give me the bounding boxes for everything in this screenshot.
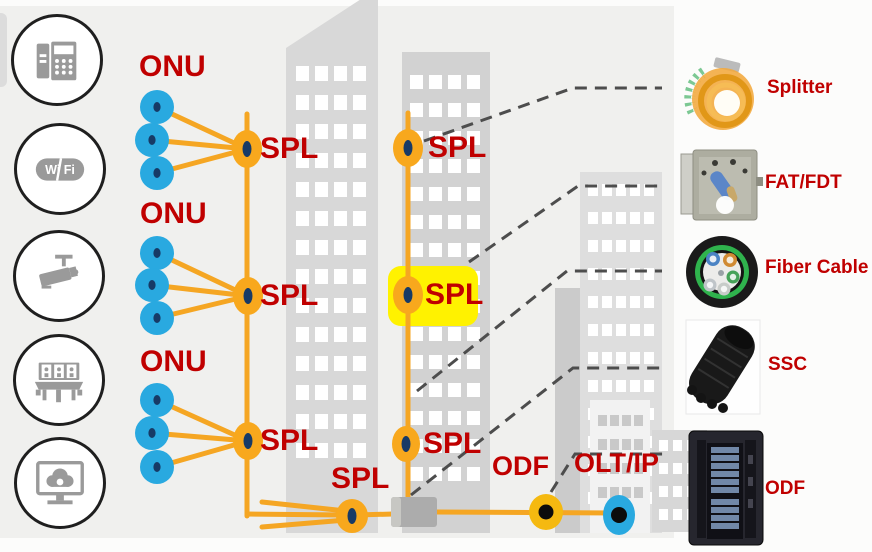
legend-label-splitter: Splitter <box>767 77 833 98</box>
legend-label-ssc: SSC <box>768 354 808 375</box>
cctv-service-circle <box>13 230 105 322</box>
legend-label-fat-fdt: FAT/FDT <box>765 172 842 193</box>
legend-callout-lines <box>410 86 668 497</box>
wifi-icon: Wi Fi <box>35 158 85 181</box>
terminals-service-circle <box>13 334 105 426</box>
cctv-camera-icon <box>39 254 79 289</box>
splice-closure-box <box>391 497 437 527</box>
svg-text:Wi Fi: Wi Fi <box>45 163 75 177</box>
spl-nodes <box>232 129 423 533</box>
edge-decoration <box>0 13 7 87</box>
cloud-pc-service-circle <box>14 437 106 529</box>
legend-label-odf: ODF <box>765 478 806 499</box>
wifi-service-circle: Wi Fi <box>14 123 106 215</box>
onu-nodes <box>135 90 174 484</box>
phone-fax-icon <box>36 41 77 81</box>
fiber-cable-image <box>686 236 758 308</box>
cloud-monitor-icon <box>36 461 84 505</box>
onu-label: ONU <box>140 197 207 230</box>
terminals-desk-icon <box>34 362 84 403</box>
spl-label: SPL <box>331 462 390 495</box>
ssc-image <box>685 319 761 415</box>
spl-label: SPL <box>260 424 319 457</box>
building-silhouette <box>286 0 378 533</box>
odf-node <box>529 494 563 530</box>
spl-label: SPL <box>428 131 487 164</box>
splitter-image <box>684 57 754 130</box>
spl-label-highlighted: SPL <box>425 278 484 311</box>
building-silhouette <box>555 288 581 533</box>
legend-label-fiber-cable: Fiber Cable <box>765 257 869 278</box>
spl-label: SPL <box>260 279 319 312</box>
odf-image <box>688 430 764 546</box>
onu-label: ONU <box>140 345 207 378</box>
olt-ip-node <box>603 495 635 535</box>
spl-label: SPL <box>423 427 482 460</box>
onu-label: ONU <box>139 50 206 83</box>
olt-ip-label: OLT/IP <box>574 448 659 478</box>
fat-fdt-image <box>680 149 763 221</box>
phone-service-circle <box>11 14 103 106</box>
spl-label: SPL <box>260 132 319 165</box>
odf-label: ODF <box>492 451 549 481</box>
